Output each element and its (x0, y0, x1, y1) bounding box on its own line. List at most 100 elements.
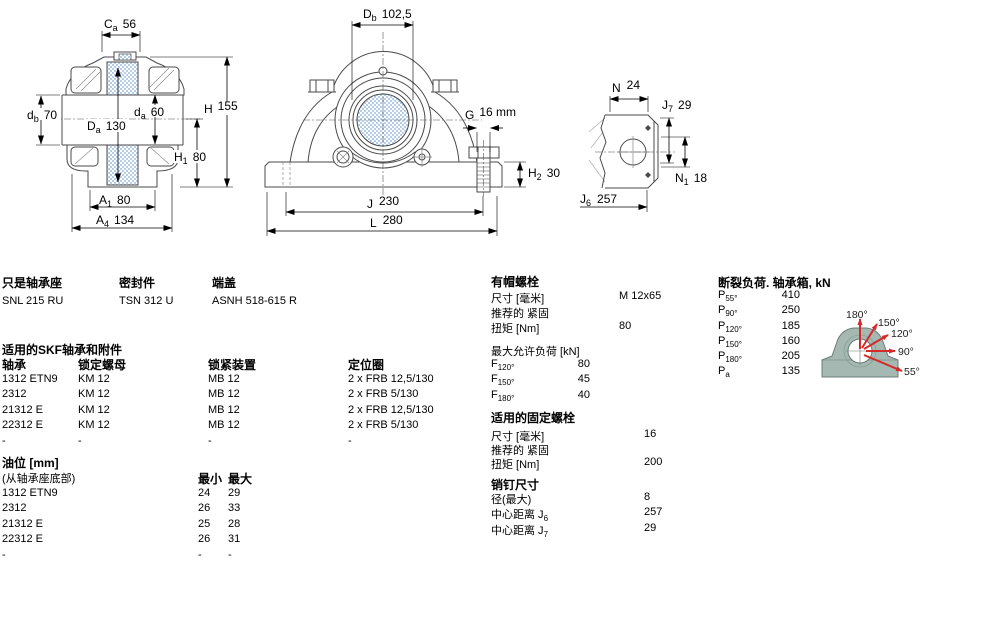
pin-label: 中心距离 J (491, 509, 544, 522)
load-value: 45 (577, 373, 590, 386)
pin-value: 8 (644, 491, 651, 503)
lock-nut-cell: KM 12 (78, 419, 110, 432)
housing-product: 只是轴承座 SNL 215 RU (2, 274, 63, 307)
max-load-rows: F120° 80 F150° 45 F180° 40 (491, 358, 706, 404)
table-row: 22312 E KM 12 MB 12 2 x FRB 5/130 (2, 419, 518, 434)
lock-nut-cell: KM 12 (78, 403, 110, 416)
breaking-load-value: 160 (781, 334, 800, 347)
load-symbol: P (718, 365, 726, 378)
breaking-load-section: 断裂负荷. 轴承箱, kN P55° 410 P90° 250 P120° 18… (718, 274, 838, 379)
pin-row: 径(最大) 8 (491, 491, 706, 506)
torque-label: 扭矩 [Nm] (491, 459, 540, 471)
table-row: 2312 KM 12 MB 12 2 x FRB 5/130 (2, 388, 518, 403)
breaking-load-rows: P55° 410 P90° 250 P120° 185 P150° 160 P1… (718, 289, 838, 381)
housing-product-label: 只是轴承座 (2, 276, 63, 290)
load-value: 80 (577, 358, 590, 370)
end-cover-product-label: 端盖 (212, 276, 237, 290)
locking-device-cell: MB 12 (208, 373, 240, 385)
seal-product: 密封件 TSN 312 U (119, 274, 173, 307)
locking-device-cell: MB 12 (208, 419, 240, 432)
pins-section: 销钉尺寸 径(最大) 8 中心距离 J6 257 中心距离 J7 29 (491, 476, 706, 538)
pin-label-sub: 7 (543, 529, 549, 539)
size-value: M 12x65 (619, 290, 662, 302)
locating-ring-cell: 2 x FRB 12,5/130 (348, 373, 434, 385)
cap-bolts-size-row: 尺寸 [毫米] M 12x65 (491, 290, 706, 306)
table-row: 1312 ETN9 KM 12 MB 12 2 x FRB 12,5/130 (2, 373, 518, 388)
load-direction-diagram: 180° 150° 120° 90° 55° (821, 309, 920, 378)
pin-label: 中心距离 J (491, 524, 544, 537)
bearing-name-cell: 21312 E (2, 517, 43, 530)
breaking-load-value: 250 (781, 304, 800, 317)
bearing-name-cell: 22312 E (2, 533, 43, 546)
seal-product-label: 密封件 (119, 276, 156, 290)
oil-col-min: 最小 (198, 472, 223, 486)
load-symbol-sub: 55° (725, 294, 738, 303)
cap-bolts-recommend-row: 推荐的 紧固 (491, 308, 550, 320)
locating-ring-cell: 2 x FRB 5/130 (348, 388, 419, 401)
oil-level-rows: 1312 ETN9 24 29 2312 26 33 21312 E 25 28… (2, 487, 268, 564)
angle-150-label: 150° (878, 317, 900, 329)
table-row: 21312 E 25 28 (2, 518, 268, 533)
oil-max-cell: 33 (228, 502, 241, 515)
end-cover-product-value: ASNH 518-615 R (212, 295, 297, 307)
size-label: 尺寸 [毫米] (491, 431, 545, 443)
lock-nut-cell: KM 12 (78, 388, 110, 401)
bearings-header-row: 轴承 锁定螺母 锁紧装置 定位圈 (2, 356, 518, 373)
breaking-load-value: 135 (781, 365, 800, 378)
breaking-load-value: 410 (781, 289, 800, 301)
oil-level-subheader: (从轴承座底部) 最小 最大 (2, 470, 302, 486)
locating-ring-cell: 2 x FRB 12,5/130 (348, 403, 434, 416)
pins-rows: 径(最大) 8 中心距离 J6 257 中心距离 J7 29 (491, 491, 706, 539)
cap-bolts-section: 有帽螺栓 尺寸 [毫米] M 12x65 推荐的 紧固 扭矩 [Nm] 80 最… (491, 273, 706, 402)
oil-level-table: 1312 ETN9 24 29 2312 26 33 21312 E 25 28… (2, 487, 268, 564)
breaking-load-row: Pa 135 (718, 365, 838, 380)
oil-min-cell: 25 (198, 517, 211, 530)
oil-min-cell: 26 (198, 502, 211, 515)
locating-ring-cell: 2 x FRB 5/130 (348, 419, 419, 432)
torque-value: 200 (644, 456, 663, 468)
table-row: 22312 E 26 31 (2, 533, 268, 548)
breaking-load-row: P120° 185 (718, 320, 838, 335)
table-row: - - - - (2, 435, 518, 450)
bearing-cell: - (2, 434, 6, 447)
bearing-cell: 1312 ETN9 (2, 373, 58, 385)
load-symbol-sub: 180° (725, 355, 742, 365)
angle-55-label: 55° (904, 366, 920, 378)
load-angle-labels: 180° 150° 120° 90° 55° (846, 309, 920, 378)
breaking-load-row: P55° 410 (718, 289, 838, 304)
fixing-bolts-section: 适用的固定螺栓 尺寸 [毫米] 16 推荐的 紧固 扭矩 [Nm] 200 (491, 409, 706, 471)
load-arrows (857, 318, 903, 372)
load-symbol: F (491, 373, 498, 386)
pin-row: 中心距离 J6 257 (491, 506, 706, 524)
bearing-name-cell: 1312 ETN9 (2, 487, 58, 499)
breaking-load-value: 205 (781, 350, 800, 363)
seal-product-value: TSN 312 U (119, 295, 174, 307)
load-symbol-sub: 180° (497, 393, 515, 403)
oil-min-cell: 26 (198, 533, 211, 546)
pin-label: 径(最大) (491, 494, 532, 506)
cap-bolts-title: 有帽螺栓 (491, 275, 540, 289)
pin-label-sub: 6 (543, 514, 549, 524)
oil-max-cell: 29 (228, 487, 241, 499)
col-locking-device: 锁紧装置 (208, 358, 257, 372)
locating-ring-cell: - (348, 434, 352, 447)
fixing-bolts-torque-row: 扭矩 [Nm] 200 (491, 456, 706, 472)
oil-level-subtitle: (从轴承座底部) (2, 473, 76, 485)
cap-bolts-torque-row: 扭矩 [Nm] 80 (491, 320, 706, 336)
